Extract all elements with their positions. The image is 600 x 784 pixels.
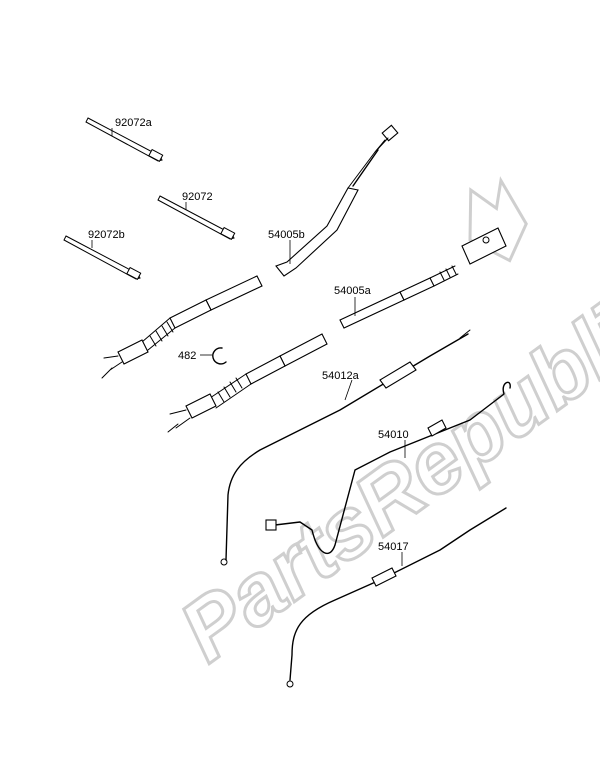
label-54012a: 54012a: [322, 370, 360, 382]
leader-lines: [91, 128, 406, 566]
throttle-cable-lower-boot: [209, 373, 252, 409]
label-54010: 54010: [378, 429, 409, 441]
cable-tie-92072a[interactable]: [85, 117, 164, 163]
throttle-cable-upper[interactable]: [101, 275, 263, 379]
cable-tie-92072[interactable]: [157, 195, 236, 241]
label-54005a: 54005a: [334, 285, 372, 297]
label-92072b: 92072b: [88, 229, 125, 241]
label-482: 482: [178, 350, 196, 362]
label-92072: 92072: [182, 191, 213, 203]
watermark: PartsRepublik: [161, 176, 600, 682]
cable-54017[interactable]: [286, 507, 507, 688]
cable-tie-92072b[interactable]: [63, 235, 142, 281]
watermark-text: PartsRepublik: [163, 260, 600, 680]
label-54005b: 54005b: [268, 229, 305, 241]
tube-54005a[interactable]: [339, 227, 507, 329]
tube-54005b[interactable]: [275, 124, 399, 277]
cable-54010[interactable]: [265, 381, 511, 555]
choke-cable-54012a[interactable]: [220, 329, 471, 566]
throttle-cable-upper-boot: [141, 317, 176, 351]
watermark-logo: [468, 176, 528, 263]
label-92072a: 92072a: [115, 117, 153, 129]
label-54017: 54017: [378, 541, 409, 553]
clip-482[interactable]: [200, 347, 227, 365]
throttle-cable-lower[interactable]: [167, 333, 328, 433]
